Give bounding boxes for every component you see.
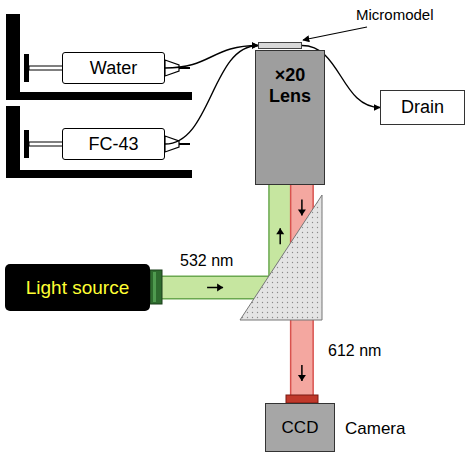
plunger-thumb [24,130,29,158]
prism-texture [240,195,322,320]
syringe-pump [6,14,192,100]
pump-post [6,14,20,100]
syringe-barrel: FC-43 [62,128,165,160]
syringe-needle [179,143,190,145]
wavelength-label: 612 nm [328,342,381,360]
drain-box: Drain [380,90,465,125]
wavelength-label: 532 nm [180,252,233,270]
plunger-rod [29,142,63,146]
pump-base [6,170,192,178]
node-label: Light source [26,277,130,299]
direction-arrow-head [217,284,223,292]
pump-post [6,106,20,178]
light-beam [150,185,284,292]
beam-outline [150,185,280,288]
node-label: ×20 Lens [266,65,314,106]
beam-splitter-prism [240,195,322,320]
node-label: FC-43 [88,134,138,155]
plunger-rod [29,66,63,70]
light-source: Light source [5,264,150,311]
green-filter-stripe [153,272,156,302]
syringe-pump [6,106,192,178]
tubing-line [165,46,258,145]
pump-base [6,92,192,100]
red-filter [286,395,318,403]
node-label: Drain [401,97,444,118]
direction-arrow-head [298,210,306,216]
node-label: Micromodel [356,6,434,23]
plunger-thumb [24,54,29,82]
direction-arrow-head [298,375,306,381]
node-label: Water [90,58,137,79]
green-filter [150,270,162,304]
node-label: CCD [282,418,319,438]
syringe-barrel: Water [62,52,165,84]
micromodel-chip: Micromodel [258,42,302,49]
leader-arrow [303,27,367,40]
objective-lens: ×20 Lens [255,50,325,185]
node-label: Camera [345,419,405,439]
ccd-camera: CCDCamera [265,403,335,452]
beam-fill [150,185,280,288]
direction-arrow-head [276,228,284,234]
tube-path [165,46,258,145]
